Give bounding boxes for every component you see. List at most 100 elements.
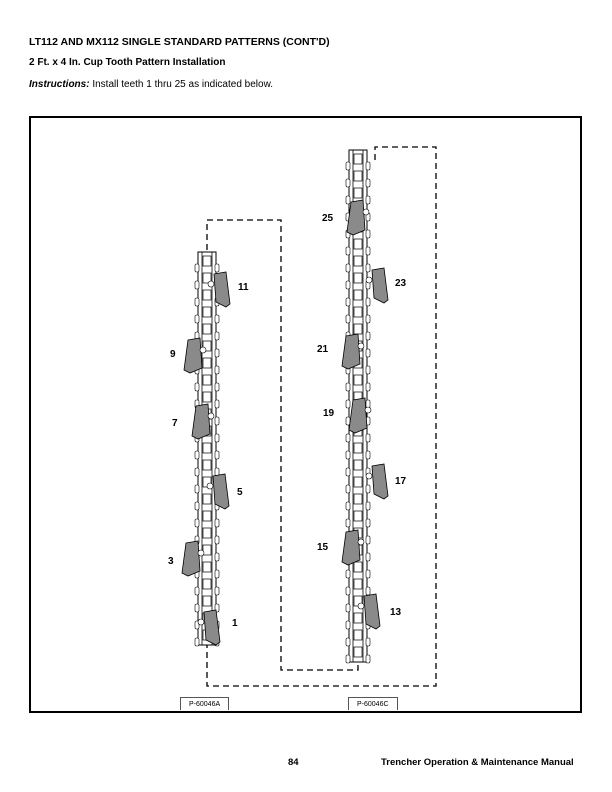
- chain-pin: [345, 518, 351, 528]
- chain-pin: [345, 263, 351, 273]
- chain-pin: [345, 161, 351, 171]
- tooth-bolt: [357, 602, 365, 610]
- chain-link: [202, 595, 212, 607]
- chain-link: [202, 510, 212, 522]
- chain-pin: [214, 399, 220, 409]
- chain-pin: [365, 246, 371, 256]
- chain-pin: [194, 314, 200, 324]
- chain-pin: [194, 518, 200, 528]
- part-number-left: P-60046A: [180, 697, 230, 710]
- chain-pin: [345, 637, 351, 647]
- chain-pin: [194, 297, 200, 307]
- chain-pin: [365, 569, 371, 579]
- chain-link: [202, 527, 212, 539]
- chain-link: [202, 255, 212, 267]
- chain-link: [202, 459, 212, 471]
- chain-link: [202, 578, 212, 590]
- page-number: 84: [288, 757, 299, 768]
- cup-tooth: [191, 403, 211, 440]
- chain-pin: [345, 467, 351, 477]
- instructions: Instructions: Install teeth 1 thru 25 as…: [29, 79, 273, 90]
- chain-pin: [194, 450, 200, 460]
- instructions-label: Instructions:: [29, 79, 90, 90]
- chain-pin: [214, 263, 220, 273]
- tooth-label-9: 9: [170, 349, 176, 360]
- chain-link: [202, 357, 212, 369]
- chain-pin: [194, 484, 200, 494]
- chain-pin: [345, 484, 351, 494]
- chain-pin: [214, 518, 220, 528]
- chain-link: [353, 374, 363, 386]
- chain-pin: [194, 280, 200, 290]
- chain-link: [353, 476, 363, 488]
- chain-link: [353, 629, 363, 641]
- cup-tooth: [213, 271, 231, 308]
- tooth-bolt: [364, 406, 372, 414]
- chain-link: [202, 272, 212, 284]
- chain-pin: [214, 314, 220, 324]
- tooth-bolt: [207, 412, 215, 420]
- chain-link: [353, 646, 363, 658]
- cup-tooth: [183, 337, 203, 374]
- chain-pin: [194, 637, 200, 647]
- chain-pin: [214, 331, 220, 341]
- chain-pin: [194, 501, 200, 511]
- chain-link: [353, 153, 363, 165]
- chain-pin: [214, 416, 220, 426]
- cup-tooth: [212, 473, 230, 510]
- figure-frame: [29, 116, 582, 713]
- tooth-bolt: [365, 276, 373, 284]
- manual-title: Trencher Operation & Maintenance Manual: [381, 757, 574, 768]
- chain-link: [353, 289, 363, 301]
- chain-pin: [214, 552, 220, 562]
- tooth-label-21: 21: [317, 344, 329, 355]
- chain-link: [353, 493, 363, 505]
- chain-pin: [194, 586, 200, 596]
- chain-pin: [345, 382, 351, 392]
- chain-pin: [345, 569, 351, 579]
- chain-pin: [214, 569, 220, 579]
- chain-link: [202, 289, 212, 301]
- chain-pin: [365, 450, 371, 460]
- chain-pin: [194, 467, 200, 477]
- chain-pin: [345, 178, 351, 188]
- tooth-label-11: 11: [238, 282, 249, 293]
- cup-tooth: [341, 529, 361, 566]
- tooth-bolt: [197, 549, 205, 557]
- tooth-bolt: [362, 208, 370, 216]
- chain-pin: [365, 229, 371, 239]
- dashed-path-outer: [206, 146, 437, 687]
- chain-link: [353, 187, 363, 199]
- chain-pin: [345, 450, 351, 460]
- chain-link: [202, 306, 212, 318]
- chain-link: [202, 340, 212, 352]
- chain-pin: [365, 263, 371, 273]
- chain-pin: [345, 654, 351, 664]
- tooth-label-3: 3: [168, 556, 174, 567]
- chain-pin: [194, 263, 200, 273]
- chain-link: [353, 238, 363, 250]
- cup-tooth: [181, 540, 201, 577]
- chain-link: [353, 561, 363, 573]
- chain-link: [202, 374, 212, 386]
- chain-pin: [345, 399, 351, 409]
- chain-pin: [214, 433, 220, 443]
- chain-link: [353, 510, 363, 522]
- tooth-label-19: 19: [323, 408, 335, 419]
- chain-link: [202, 493, 212, 505]
- chain-pin: [214, 365, 220, 375]
- chain-pin: [365, 331, 371, 341]
- subsection-title: 2 Ft. x 4 In. Cup Tooth Pattern Installa…: [29, 57, 226, 68]
- chain-pin: [214, 382, 220, 392]
- chain-pin: [365, 654, 371, 664]
- chain-link: [353, 306, 363, 318]
- chain-pin: [345, 620, 351, 630]
- chain-pin: [345, 246, 351, 256]
- chain-pin: [365, 297, 371, 307]
- chain-pin: [365, 195, 371, 205]
- chain-pin: [365, 637, 371, 647]
- tooth-bolt: [357, 538, 365, 546]
- chain-pin: [365, 433, 371, 443]
